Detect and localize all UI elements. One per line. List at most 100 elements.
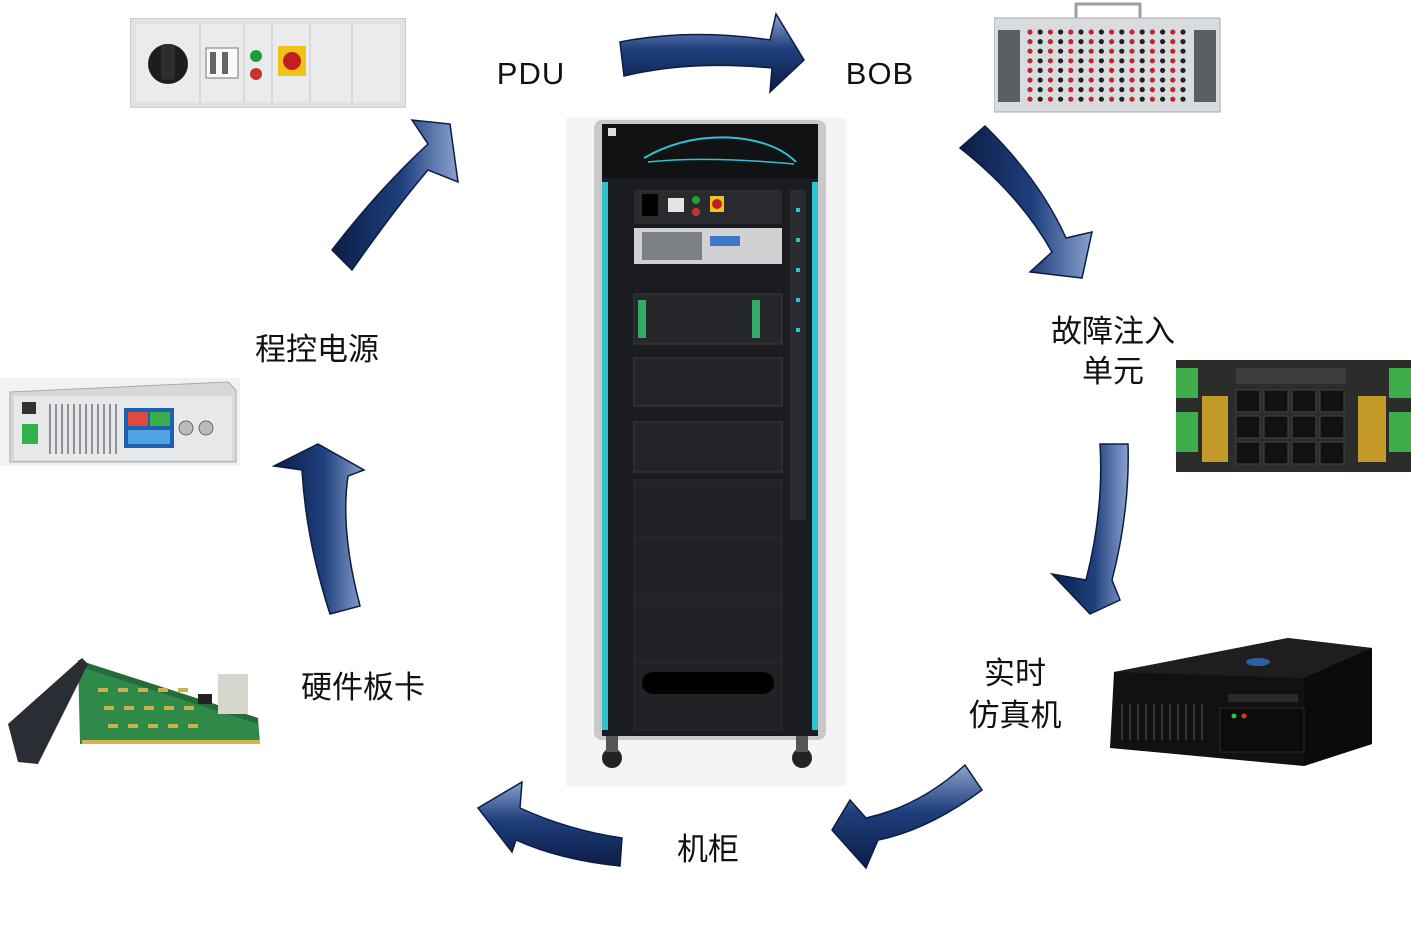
- bob-jack: [1047, 58, 1053, 64]
- arrow-hwcard-to-power: [271, 443, 366, 615]
- bob-jack: [1139, 58, 1145, 64]
- bob-jack: [1027, 67, 1033, 73]
- bob-jack: [1160, 67, 1166, 73]
- arrow-pdu-to-bob: [619, 12, 805, 94]
- bob-jack: [1027, 87, 1033, 93]
- bob-jack: [1047, 39, 1053, 45]
- bob-jack: [1027, 96, 1033, 102]
- bob-jack: [1170, 39, 1176, 45]
- label-hwcard: 硬件板卡: [301, 670, 425, 706]
- bob-jack: [1047, 67, 1053, 73]
- bob-jack: [1109, 87, 1115, 93]
- bob-jack: [1037, 58, 1043, 64]
- bob-jack: [1078, 48, 1084, 54]
- bob-jack: [1037, 96, 1043, 102]
- bob-jack: [1149, 29, 1155, 35]
- bob-jack: [1088, 48, 1094, 54]
- bob-jack: [1149, 87, 1155, 93]
- bob-jack: [1109, 67, 1115, 73]
- bob-jack: [1160, 96, 1166, 102]
- bob-jack: [1058, 96, 1064, 102]
- bob-jack: [1088, 58, 1094, 64]
- bob-jack: [1170, 29, 1176, 35]
- bob-jack: [1109, 77, 1115, 83]
- bob-jack: [1119, 48, 1125, 54]
- bob-jack: [1109, 48, 1115, 54]
- bob-jack: [1129, 77, 1135, 83]
- pdu-image: [130, 18, 406, 108]
- bob-jack: [1068, 96, 1074, 102]
- bob-jack: [1088, 39, 1094, 45]
- bob-jack: [1180, 29, 1186, 35]
- bob-jack: [1078, 39, 1084, 45]
- label-power: 程控电源: [255, 332, 379, 368]
- bob-jack: [1149, 48, 1155, 54]
- bob-jack: [1139, 77, 1145, 83]
- bob-jack: [1088, 77, 1094, 83]
- bob-jack: [1037, 87, 1043, 93]
- bob-jack: [1160, 77, 1166, 83]
- bob-jack: [1170, 67, 1176, 73]
- bob-jack: [1119, 87, 1125, 93]
- bob-jack: [1088, 67, 1094, 73]
- bob-jack: [1047, 87, 1053, 93]
- arrow-bob-to-fault: [958, 124, 1093, 279]
- arrow-cabinet-to-hwcard: [476, 780, 623, 867]
- bob-jack: [1170, 48, 1176, 54]
- bob-image: [994, 2, 1221, 113]
- label-realtime-line1: 实时: [984, 656, 1046, 692]
- bob-jack: [1119, 77, 1125, 83]
- bob-jack: [1037, 77, 1043, 83]
- bob-jack: [1088, 87, 1094, 93]
- bob-jack: [1098, 58, 1104, 64]
- bob-jack: [1180, 77, 1186, 83]
- bob-jack: [1129, 96, 1135, 102]
- realtime-sim-image: [1110, 638, 1372, 766]
- bob-jack: [1027, 77, 1033, 83]
- bob-jack: [1078, 87, 1084, 93]
- bob-jack: [1109, 39, 1115, 45]
- bob-jack: [1027, 48, 1033, 54]
- bob-jack: [1129, 67, 1135, 73]
- bob-jack: [1098, 67, 1104, 73]
- bob-jack: [1129, 29, 1135, 35]
- bob-jack: [1037, 29, 1043, 35]
- bob-jack: [1037, 67, 1043, 73]
- arrow-realtime-to-cabinet: [831, 763, 984, 870]
- bob-jack: [1180, 58, 1186, 64]
- bob-jack: [1160, 87, 1166, 93]
- arrow-power-to-pdu: [331, 119, 459, 272]
- bob-jack: [1058, 77, 1064, 83]
- bob-jack: [1109, 96, 1115, 102]
- bob-jack: [1088, 29, 1094, 35]
- arrow-fault-to-realtime: [1049, 443, 1129, 615]
- bob-jack: [1098, 77, 1104, 83]
- bob-jack: [1149, 67, 1155, 73]
- bob-jack: [1068, 29, 1074, 35]
- bob-jack: [1058, 87, 1064, 93]
- bob-jack: [1098, 87, 1104, 93]
- bob-jack: [1078, 96, 1084, 102]
- bob-jack: [1078, 58, 1084, 64]
- bob-jack: [1170, 87, 1176, 93]
- bob-jack: [1160, 58, 1166, 64]
- bob-jack: [1098, 29, 1104, 35]
- bob-jack: [1119, 29, 1125, 35]
- bob-jack: [1129, 39, 1135, 45]
- bob-jack: [1088, 96, 1094, 102]
- bob-jack: [1139, 39, 1145, 45]
- bob-jack: [1058, 67, 1064, 73]
- bob-jack: [1170, 96, 1176, 102]
- bob-jack: [1047, 48, 1053, 54]
- label-pdu: PDU: [496, 56, 566, 91]
- bob-jack: [1078, 77, 1084, 83]
- bob-jack: [1047, 29, 1053, 35]
- bob-jack: [1139, 48, 1145, 54]
- bob-jack: [1068, 87, 1074, 93]
- bob-jack: [1027, 29, 1033, 35]
- bob-jack: [1149, 96, 1155, 102]
- label-bob: BOB: [845, 56, 915, 91]
- bob-jack: [1098, 39, 1104, 45]
- label-cabinet: 机柜: [677, 832, 739, 868]
- hardware-card-image: [8, 658, 260, 764]
